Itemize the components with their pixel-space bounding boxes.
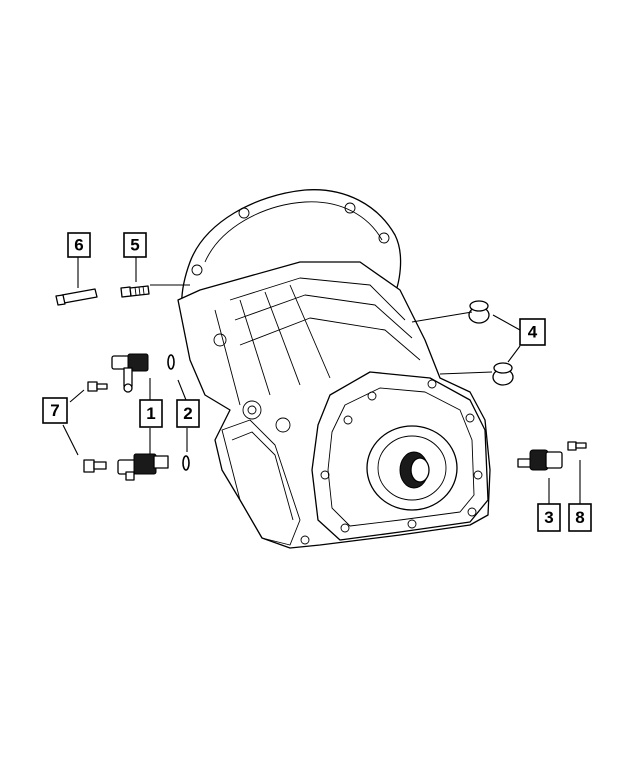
transmission-assembly bbox=[177, 189, 491, 549]
callout-5: 5 bbox=[123, 232, 147, 258]
case-rib bbox=[234, 294, 413, 339]
part-1-speed-sensor-upper bbox=[111, 353, 149, 393]
callout-3-label: 3 bbox=[544, 508, 553, 527]
callout-4-label: 4 bbox=[528, 323, 538, 342]
callout-2-label: 2 bbox=[183, 404, 192, 423]
rear-face-outline bbox=[327, 387, 475, 527]
leader-4c bbox=[507, 345, 521, 363]
callout-4: 4 bbox=[519, 318, 546, 346]
case-rib bbox=[264, 291, 301, 386]
callout-7: 7 bbox=[42, 397, 68, 424]
bell-bolt-boss bbox=[238, 207, 250, 219]
rear-bolt bbox=[343, 415, 353, 425]
leader-4d bbox=[439, 371, 493, 375]
leader-lines bbox=[62, 257, 581, 504]
case-boss bbox=[300, 535, 310, 545]
leader-7b bbox=[62, 424, 79, 456]
case-rib bbox=[229, 277, 406, 321]
rear-bolt bbox=[320, 470, 330, 480]
part-3-sensor bbox=[517, 449, 563, 471]
rear-bolt bbox=[340, 523, 350, 533]
callout-2: 2 bbox=[176, 399, 200, 428]
part-7-bolt-lower bbox=[83, 459, 107, 473]
callout-6-label: 6 bbox=[74, 236, 83, 255]
part-2-oring-lower bbox=[182, 455, 190, 471]
part-1-speed-sensor-lower bbox=[117, 453, 169, 481]
part-2-oring-upper bbox=[167, 354, 175, 370]
leader-2a bbox=[177, 379, 187, 401]
rear-bolt bbox=[367, 391, 377, 401]
callout-3: 3 bbox=[537, 503, 561, 532]
case-rib bbox=[239, 317, 421, 361]
part-6-plug bbox=[55, 288, 98, 306]
callout-8: 8 bbox=[568, 503, 592, 532]
callout-1: 1 bbox=[139, 399, 163, 428]
case-rib bbox=[214, 309, 241, 406]
callout-5-label: 5 bbox=[130, 236, 139, 255]
part-4-plug-upper bbox=[468, 300, 490, 324]
callout-7-label: 7 bbox=[50, 401, 59, 420]
rear-bolt bbox=[473, 470, 483, 480]
callout-6: 6 bbox=[67, 232, 91, 258]
output-shaft-end bbox=[410, 457, 430, 483]
bell-housing-rim bbox=[204, 201, 383, 263]
part-4-plug-lower bbox=[492, 362, 514, 386]
part-8-bolt bbox=[567, 441, 587, 451]
bell-bolt-boss bbox=[378, 232, 390, 244]
part-5-fitting bbox=[120, 285, 150, 298]
sensor-port bbox=[275, 417, 291, 433]
oil-pan bbox=[221, 419, 301, 546]
rear-bolt bbox=[427, 379, 437, 389]
oil-pan-flange bbox=[231, 431, 294, 521]
sensor-port bbox=[242, 400, 262, 420]
leader-4a bbox=[411, 311, 473, 323]
case-boss bbox=[213, 333, 227, 347]
rear-bolt bbox=[465, 413, 475, 423]
sensor-port-bore bbox=[247, 405, 257, 415]
bell-bolt-boss bbox=[191, 264, 203, 276]
case-rib bbox=[239, 299, 271, 396]
bell-bolt-boss bbox=[344, 202, 356, 214]
callout-8-label: 8 bbox=[575, 508, 584, 527]
callout-1-label: 1 bbox=[146, 404, 155, 423]
output-seal bbox=[377, 435, 447, 501]
leader-4b bbox=[492, 314, 521, 331]
leader-7a bbox=[69, 389, 85, 403]
rear-bolt bbox=[467, 507, 477, 517]
rear-bolt bbox=[407, 519, 417, 529]
case-rib bbox=[289, 284, 331, 379]
part-7-bolt-upper bbox=[87, 381, 108, 392]
